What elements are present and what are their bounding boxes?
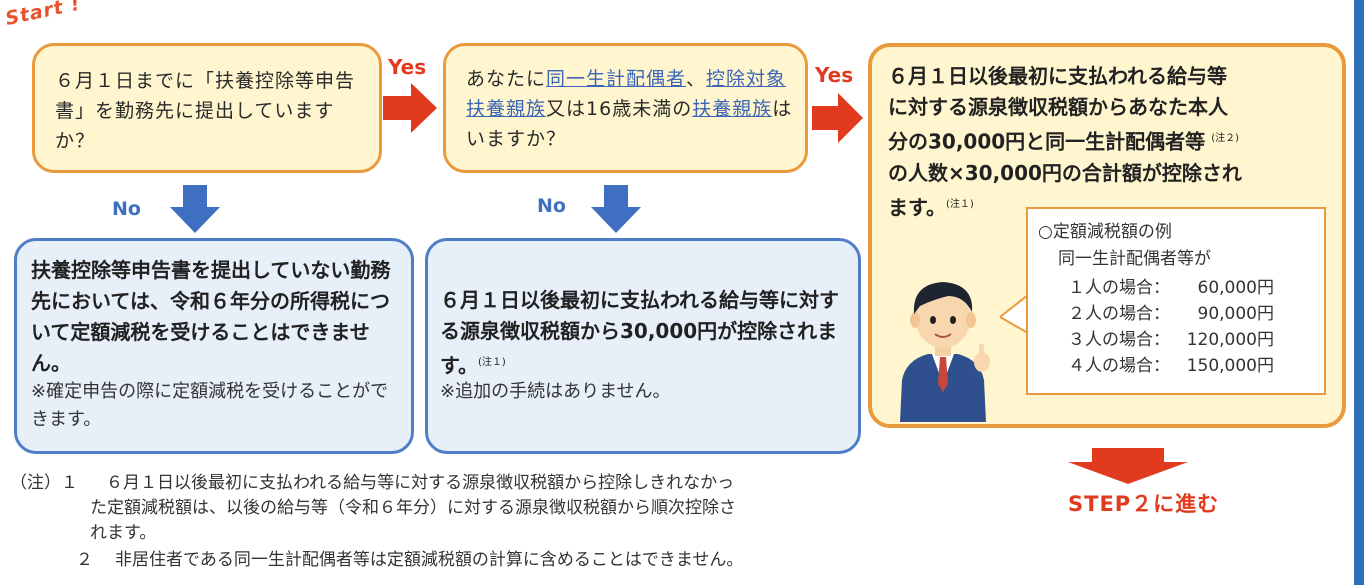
question-2-text: あなたに同一生計配偶者、控除対象扶養親族又は16歳未満の扶養親族はいますか？ — [466, 64, 796, 154]
result-yes-line-2: に対する源泉徴収税額からあなた本人 — [888, 95, 1228, 119]
question-1-text: ６月１日までに「扶養控除等申告書」を勤務先に提出していますか？ — [55, 70, 356, 152]
example-row-3-label: ３人の場合： — [1068, 330, 1170, 350]
result-yes-line-5: ます。(注１) — [888, 189, 1338, 224]
result-no-dependents-text: ６月１日以後最初に支払われる給与等に対する源泉徴収税額から30,000円が控除さ… — [440, 285, 850, 382]
down-arrow-icon — [170, 185, 220, 233]
footnote-1-line-2: た定額減税額は、以後の給与等（令和６年分）に対する源泉徴収税額から順次控除さ — [90, 498, 736, 518]
example-row-4: ４人の場合： 150,000円 — [1068, 353, 1274, 379]
q2-text-mid: 又は16歳未満の — [546, 98, 693, 120]
down-arrow-icon — [591, 185, 641, 233]
example-row-4-label: ４人の場合： — [1068, 356, 1170, 376]
question-1-box: ６月１日までに「扶養控除等申告書」を勤務先に提出していますか？ — [32, 43, 382, 173]
example-row-2-amount: 90,000円 — [1197, 304, 1274, 324]
note-ref-2: (注２) — [1211, 133, 1239, 144]
q2-text-before: あなたに — [466, 68, 547, 90]
q2-sep: 、 — [686, 68, 707, 90]
result-yes-line-4: の人数×30,000円の合計額が控除され — [888, 160, 1242, 185]
footnote-2-text: 非居住者である同一生計配偶者等は定額減税額の計算に含めることはできません。 — [115, 550, 744, 570]
step2-link[interactable]: STEP２に進む — [1068, 492, 1220, 516]
footnote-2: ２ 非居住者である同一生計配偶者等は定額減税額の計算に含めることはできません。 — [76, 548, 743, 572]
right-arrow-icon — [812, 93, 863, 143]
result-yes-line-1: ６月１日以後最初に支払われる給与等 — [888, 64, 1227, 88]
no-label-1: No — [112, 198, 141, 220]
example-title: ○定額減税額の例 — [1038, 222, 1172, 242]
result-yes-text: ６月１日以後最初に支払われる給与等 に対する源泉徴収税額からあなた本人 分の30… — [888, 61, 1338, 223]
example-row-2: ２人の場合： 90,000円 — [1068, 301, 1274, 327]
result-no-submission-text: 扶養控除等申告書を提出していない勤務先においては、令和６年分の所得税について定額… — [31, 258, 391, 375]
result-no-submission-box: 扶養控除等申告書を提出していない勤務先においては、令和６年分の所得税について定額… — [14, 238, 414, 454]
result-no-submission-note: ※確定申告の際に定額減税を受けることができます。 — [31, 381, 389, 430]
footnote-1-line-3: れます。 — [90, 523, 157, 543]
right-edge-stripe — [1354, 0, 1364, 585]
question-2-box: あなたに同一生計配偶者、控除対象扶養親族又は16歳未満の扶養親族はいますか？ — [443, 43, 808, 173]
no-label-2: No — [537, 195, 566, 217]
example-row-1: １人の場合： 60,000円 — [1068, 275, 1274, 301]
example-bubble: ○定額減税額の例 同一生計配偶者等が １人の場合： 60,000円 ２人の場合： 9… — [1026, 207, 1326, 395]
example-row-1-label: １人の場合： — [1068, 278, 1170, 298]
example-row-1-amount: 60,000円 — [1197, 278, 1274, 298]
down-arrow-icon — [1068, 448, 1188, 484]
example-row-3: ３人の場合： 120,000円 — [1068, 327, 1274, 353]
businessman-icon — [900, 282, 990, 422]
link-deductible-dependents[interactable]: 控除対象扶養親族 — [466, 68, 787, 120]
result-no-dependents-note: ※追加の手続はありません。 — [440, 381, 671, 402]
q2-text-after: はいますか？ — [466, 98, 793, 150]
footnote-2-num: ２ — [76, 550, 93, 570]
footnote-prefix: （注）１ — [10, 473, 78, 493]
example-row-4-amount: 150,000円 — [1186, 356, 1274, 376]
footnote-1-line-1: （注）１ ６月１日以後最初に支払われる給与等に対する源泉徴収税額から控除しきれなか… — [10, 471, 734, 495]
link-same-household-spouse[interactable]: 同一生計配偶者 — [546, 68, 687, 90]
result-yes-line-5-text: ます。 — [888, 195, 946, 220]
yes-label-2: Yes — [815, 63, 854, 87]
result-yes-line-3: 分の30,000円と同一生計配偶者等 (注２) — [888, 123, 1338, 158]
result-no-dependents-box: ６月１日以後最初に支払われる給与等に対する源泉徴収税額から30,000円が控除さ… — [425, 238, 861, 454]
yes-label-1: Yes — [388, 55, 427, 79]
example-row-3-amount: 120,000円 — [1186, 330, 1274, 350]
footnote-1-text-1: ６月１日以後最初に支払われる給与等に対する源泉徴収税額から控除しきれなかっ — [106, 473, 735, 493]
example-subtitle: 同一生計配偶者等が — [1058, 249, 1211, 269]
note-ref-1: (注１) — [478, 357, 506, 368]
note-ref-1b: (注１) — [946, 198, 974, 210]
start-label: Start ! — [3, 0, 83, 30]
right-arrow-icon — [383, 83, 437, 133]
example-row-2-label: ２人の場合： — [1068, 304, 1170, 324]
link-dependents[interactable]: 扶養親族 — [692, 98, 773, 120]
result-yes-line-3-text: 分の30,000円と同一生計配偶者等 — [888, 129, 1206, 154]
result-no-dependents-main: ６月１日以後最初に支払われる給与等に対する源泉徴収税額から30,000円が控除さ… — [440, 288, 839, 378]
